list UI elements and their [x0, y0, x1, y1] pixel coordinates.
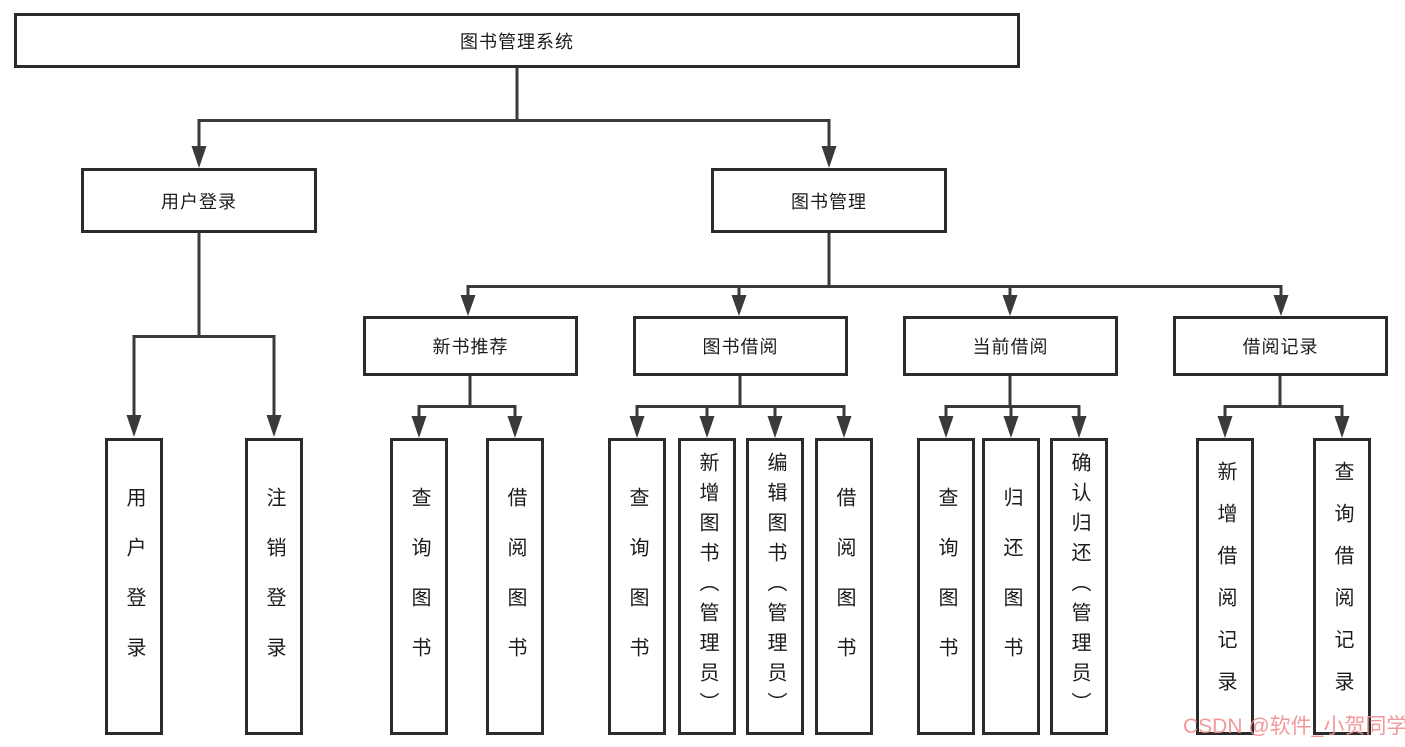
- node-book-borrow: 图书借阅: [633, 316, 848, 376]
- node-book-management: 图书管理: [711, 168, 947, 233]
- leaf-logout: 注销登录: [245, 438, 303, 735]
- node-system-root-label: 图书管理系统: [460, 31, 574, 52]
- node-borrow-records: 借阅记录: [1173, 316, 1388, 376]
- node-new-book-recommend-label: 新书推荐: [432, 337, 509, 357]
- leaf-add-books-admin-label: 新增图书（管理员）: [696, 451, 718, 722]
- leaf-logout-label: 注销登录: [263, 486, 285, 687]
- leaf-add-borrow-record-label: 新增借阅记录: [1214, 460, 1236, 713]
- leaf-user-login: 用户登录: [105, 438, 163, 735]
- leaf-recommend-borrow-books-label: 借阅图书: [504, 486, 526, 687]
- node-user-login: 用户登录: [81, 168, 317, 233]
- leaf-add-borrow-record: 新增借阅记录: [1196, 438, 1254, 735]
- leaf-recommend-borrow-books: 借阅图书: [486, 438, 544, 735]
- leaf-confirm-return-admin: 确认归还（管理员）: [1050, 438, 1108, 735]
- node-borrow-records-label: 借阅记录: [1242, 337, 1319, 357]
- leaf-query-borrow-record-label: 查询借阅记录: [1331, 460, 1353, 713]
- leaf-add-books-admin: 新增图书（管理员）: [678, 438, 736, 735]
- node-current-borrow: 当前借阅: [903, 316, 1118, 376]
- csdn-watermark: CSDN @软件_小贺同学: [1183, 715, 1405, 738]
- node-current-borrow-label: 当前借阅: [972, 337, 1049, 357]
- leaf-current-query-books-label: 查询图书: [935, 486, 957, 687]
- leaf-user-login-label: 用户登录: [123, 486, 145, 687]
- node-system-root: 图书管理系统: [14, 13, 1020, 68]
- leaf-confirm-return-admin-label: 确认归还（管理员）: [1068, 451, 1090, 722]
- leaf-edit-books-admin-label: 编辑图书（管理员）: [764, 451, 786, 722]
- node-new-book-recommend: 新书推荐: [363, 316, 578, 376]
- leaf-borrow-query-books-label: 查询图书: [626, 486, 648, 687]
- leaf-return-books-label: 归还图书: [1000, 486, 1022, 687]
- leaf-borrow-query-books: 查询图书: [608, 438, 666, 735]
- leaf-recommend-query-books: 查询图书: [390, 438, 448, 735]
- node-book-management-label: 图书管理: [791, 191, 867, 212]
- node-book-borrow-label: 图书借阅: [702, 337, 779, 357]
- leaf-current-query-books: 查询图书: [917, 438, 975, 735]
- leaf-query-borrow-record: 查询借阅记录: [1313, 438, 1371, 735]
- leaf-borrow-books-label: 借阅图书: [833, 486, 855, 687]
- leaf-edit-books-admin: 编辑图书（管理员）: [746, 438, 804, 735]
- arrowheads: [126, 146, 1350, 438]
- leaf-borrow-books: 借阅图书: [815, 438, 873, 735]
- node-user-login-label: 用户登录: [161, 191, 237, 212]
- leaf-recommend-query-books-label: 查询图书: [408, 486, 430, 687]
- leaf-return-books: 归还图书: [982, 438, 1040, 735]
